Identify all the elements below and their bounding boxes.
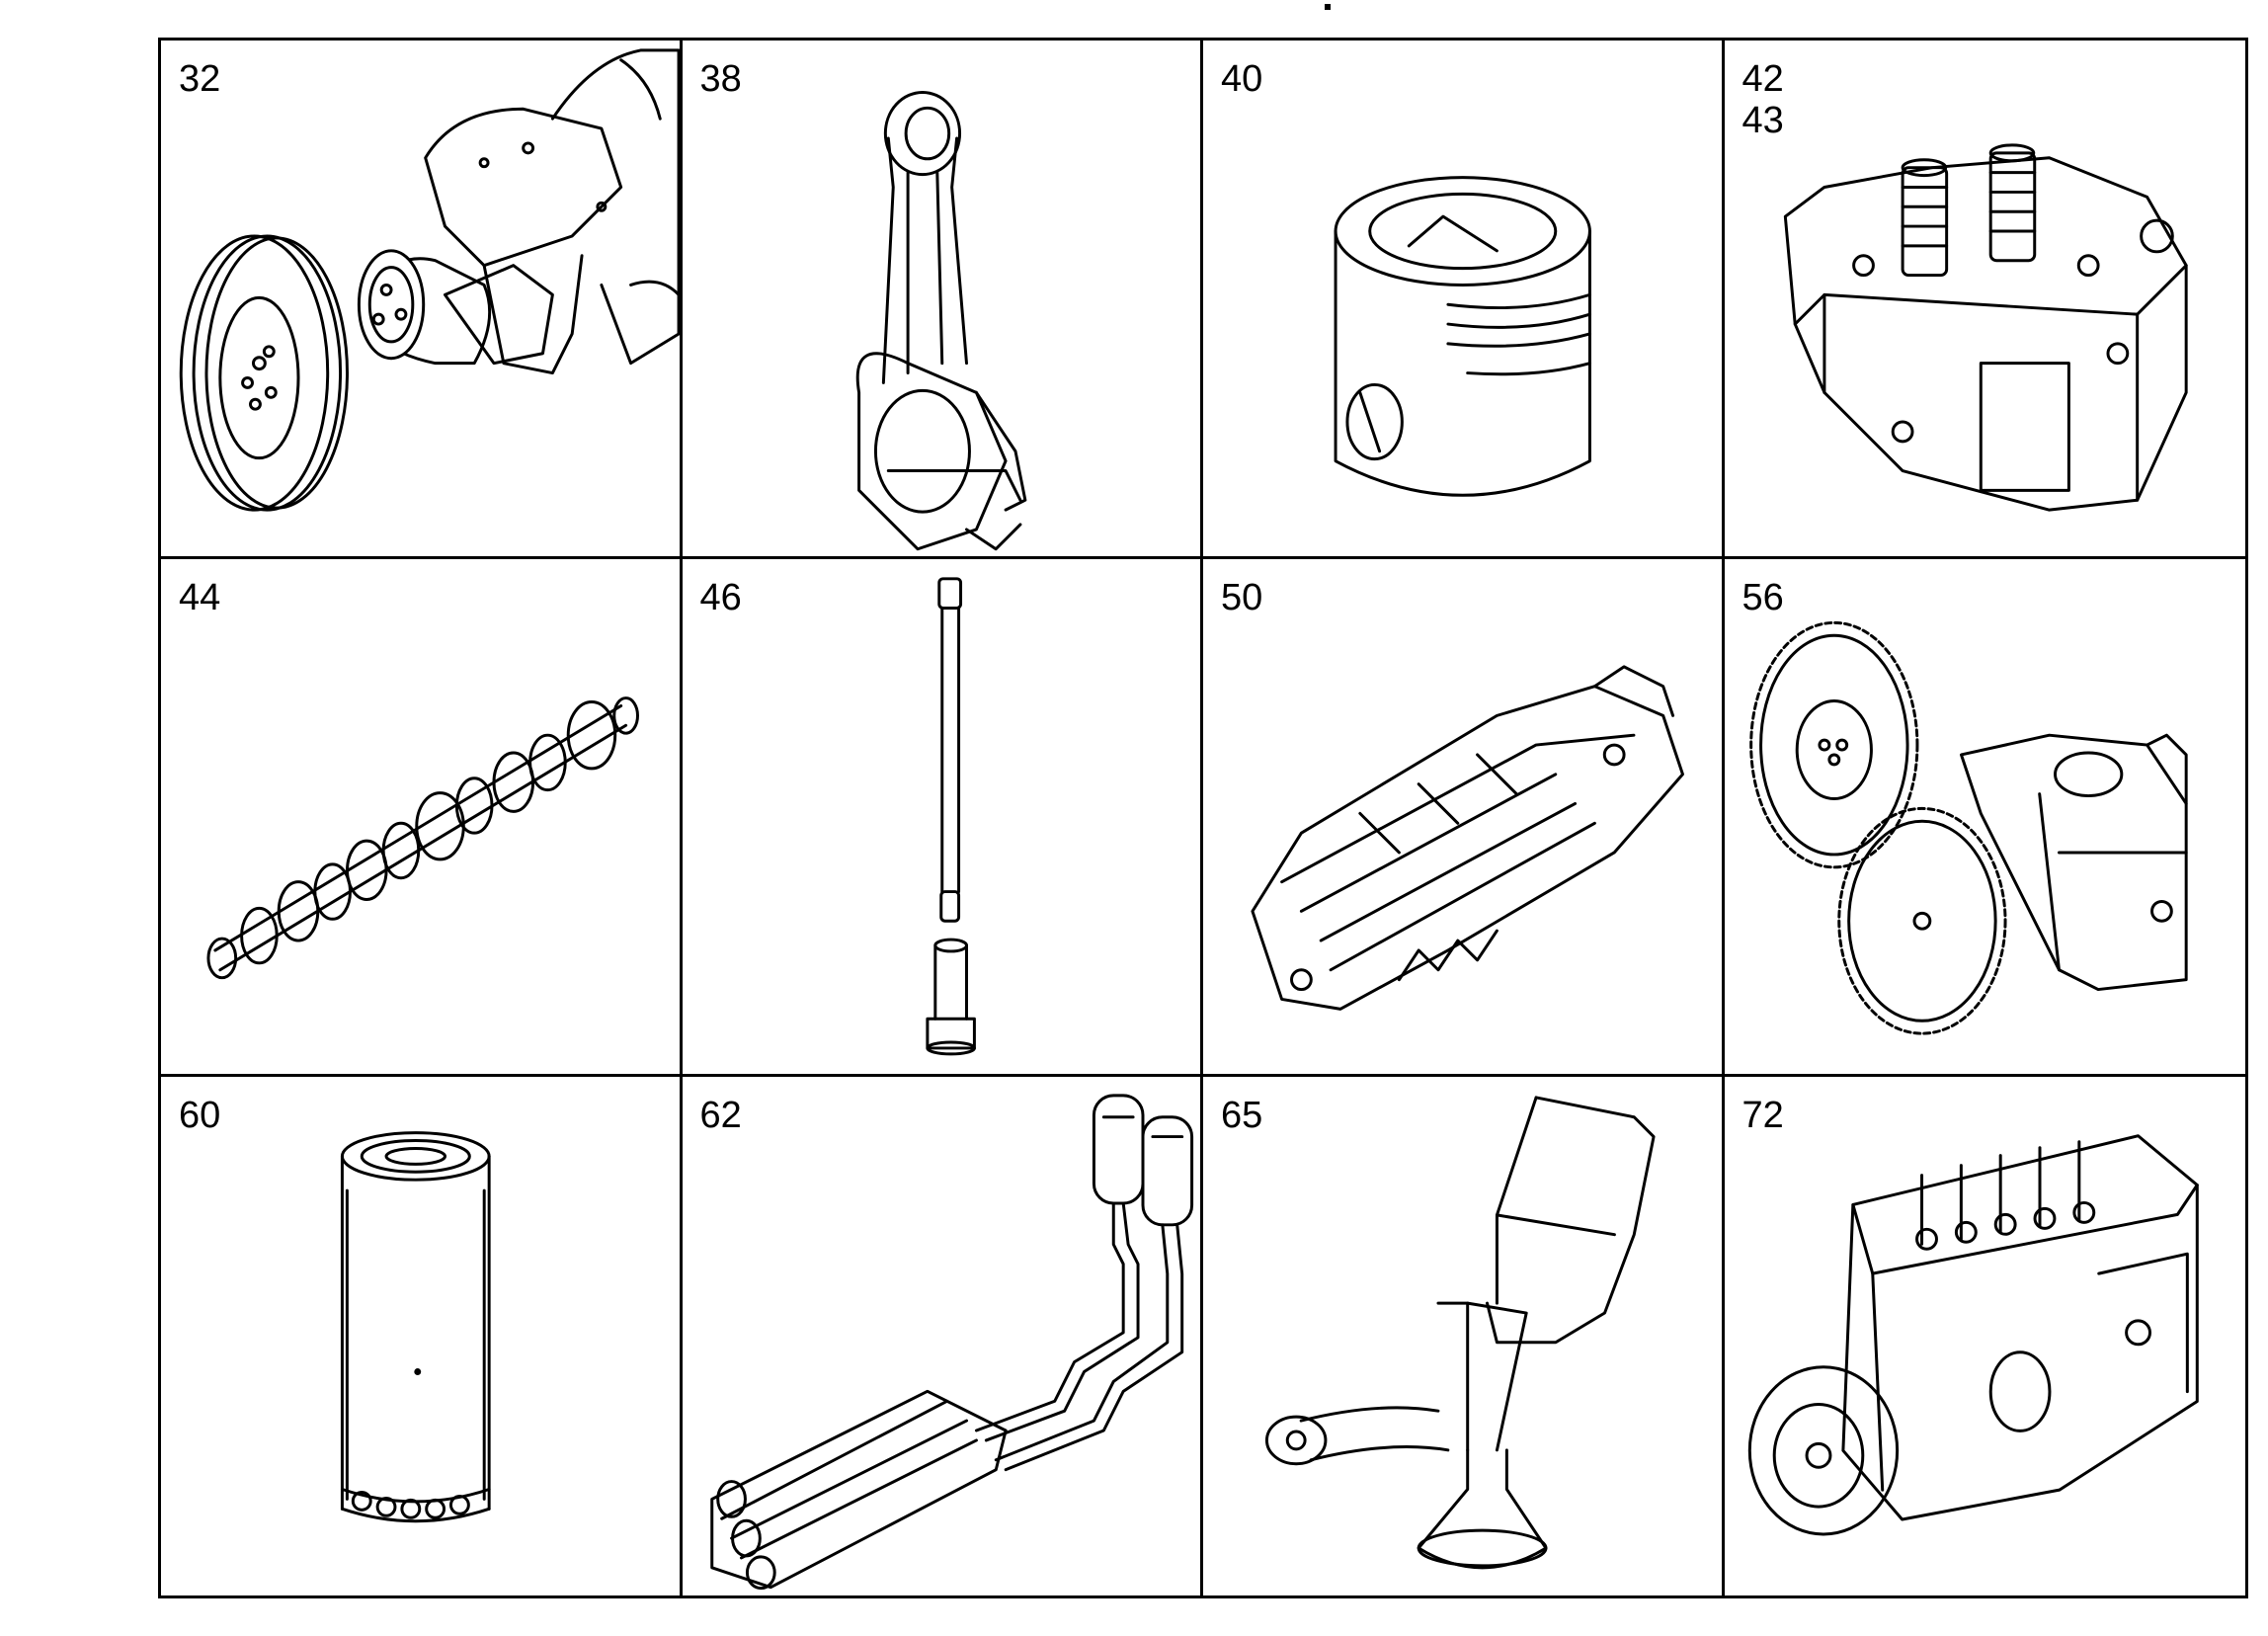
part-number: 46 [699,576,742,618]
part-cell-56[interactable]: 56 [1724,559,2246,1078]
part-cell-38[interactable]: 38 [682,41,1203,559]
connecting-rod-icon [683,41,1201,556]
part-cell-44[interactable]: 44 [161,558,683,1078]
part-cell-32[interactable]: 32 [161,41,683,559]
part-number: 50 [1221,576,1263,618]
part-cell-46[interactable]: 46 [682,558,1203,1078]
part-number: 72 [1742,1095,1784,1137]
part-cell-50[interactable]: 50 [1203,558,1725,1078]
oil-filter-icon [161,1077,680,1595]
push-rod-icon [683,559,1201,1075]
injection-pump-icon [1725,1077,2246,1595]
oil-suction-pipe-icon [1203,1077,1722,1595]
parts-grid: 32 38 [158,38,2248,1598]
crankshaft-icon [161,41,681,556]
part-cell-62[interactable]: 62 [683,1077,1203,1595]
part-number: 60 [179,1095,221,1137]
part-cell-40[interactable]: 40 [1203,41,1725,559]
part-cell-72[interactable]: 72 [1725,1077,2246,1595]
part-number: 62 [699,1095,742,1137]
oil-cooler-icon [1203,559,1722,1075]
part-number: 40 [1221,58,1263,100]
cylinder-head-icon [1725,41,2246,556]
camshaft-icon [161,559,680,1075]
page-mark [1325,4,1331,10]
piston-icon [1203,41,1722,556]
part-number: 38 [699,58,742,100]
oil-pump-icon [1725,559,2246,1075]
part-number: 56 [1742,576,1784,618]
part-cell-42-43[interactable]: 42 43 [1724,41,2246,559]
part-cell-65[interactable]: 65 [1203,1077,1725,1595]
part-cell-60[interactable]: 60 [161,1077,683,1595]
remote-oil-filter-icon [683,1077,1201,1595]
part-number: 42 43 [1742,58,1784,141]
part-number: 44 [179,576,221,618]
part-number: 32 [179,58,221,100]
part-number: 65 [1221,1095,1263,1137]
